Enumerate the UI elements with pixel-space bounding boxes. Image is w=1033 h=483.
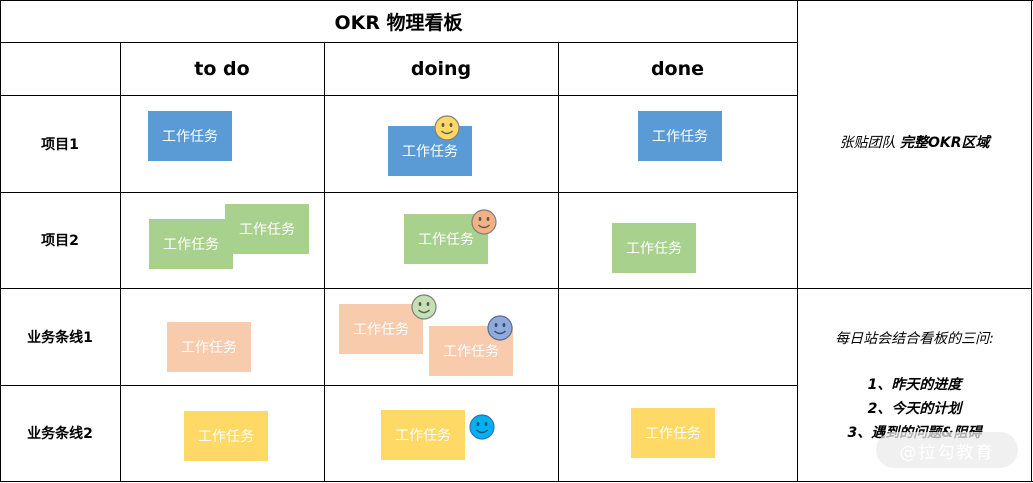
task-card: 工作任务 (149, 219, 233, 269)
task-card: 工作任务 (388, 126, 472, 176)
column-header-done: done (650, 57, 705, 80)
board-title: OKR 物理看板 (334, 11, 463, 34)
divider-side-panel (797, 0, 798, 482)
column-header-todo: to do (194, 57, 250, 80)
border-top (0, 0, 1033, 1)
okr-area-note-bold: 完整OKR区域 (899, 135, 990, 151)
smiley-face-icon (469, 414, 495, 440)
standup-questions-intro: 每日站会结合看板的三问: (835, 331, 994, 347)
border-left (0, 0, 1, 482)
standup-question-1: 1、昨天的进度 (867, 377, 962, 393)
col-line-2 (324, 42, 325, 482)
task-card: 工作任务 (184, 411, 268, 461)
smiley-face-icon (487, 315, 513, 341)
smiley-face-icon (434, 115, 460, 141)
okr-area-note-normal: 张贴团队 (839, 135, 900, 151)
divider-side-middle (797, 288, 1032, 289)
row-header-business-line-1: 业务条线1 (27, 329, 93, 346)
watermark: @拉勾教育 (876, 432, 1018, 468)
column-header-doing: doing (410, 57, 472, 80)
okr-area-note: 张贴团队 完整OKR区域 (798, 132, 1031, 152)
row-line-3 (0, 192, 798, 193)
task-card: 工作任务 (631, 408, 715, 458)
task-card: 工作任务 (381, 410, 465, 460)
row-header-project-2: 项目2 (41, 233, 79, 249)
row-line-1 (0, 42, 798, 43)
task-card: 工作任务 (225, 204, 309, 254)
task-card: 工作任务 (148, 111, 232, 161)
row-header-project-1: 项目1 (41, 136, 79, 153)
task-card: 工作任务 (638, 111, 722, 161)
row-line-5 (0, 385, 798, 386)
standup-question-2: 2、今天的计划 (867, 401, 962, 417)
border-right (1031, 0, 1032, 482)
border-bottom (0, 481, 1033, 482)
task-card: 工作任务 (339, 304, 423, 354)
smiley-face-icon (471, 209, 497, 235)
row-line-4 (0, 288, 798, 289)
row-header-business-line-2: 业务条线2 (27, 426, 93, 442)
col-line-3 (558, 42, 559, 482)
col-line-1 (120, 42, 121, 482)
smiley-face-icon (411, 294, 437, 320)
row-line-2 (0, 95, 798, 96)
task-card: 工作任务 (167, 322, 251, 372)
task-card: 工作任务 (612, 223, 696, 273)
